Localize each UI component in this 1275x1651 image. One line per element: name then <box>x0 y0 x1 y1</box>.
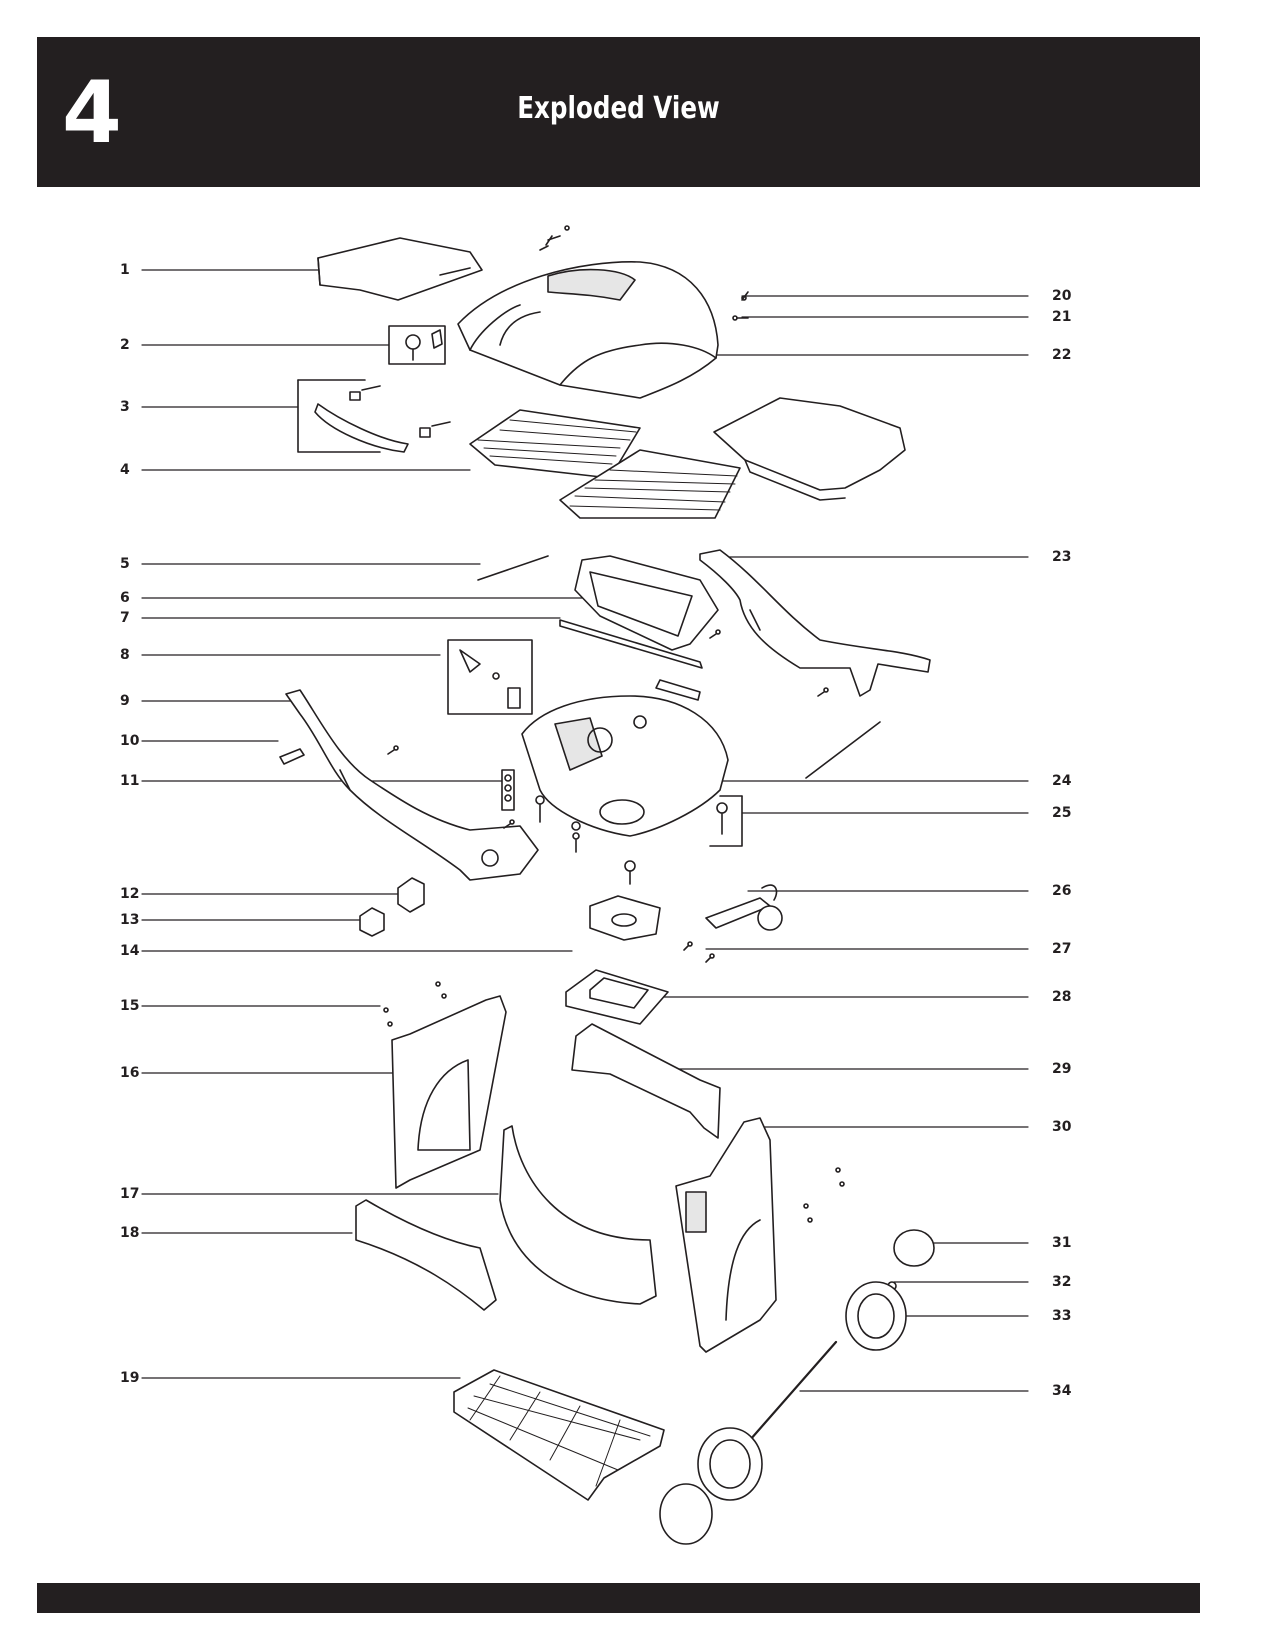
part-33-wheel <box>845 1281 907 1351</box>
callout-8: 8 <box>120 647 130 663</box>
screws-cookbox <box>387 629 829 885</box>
part-9-frame-left <box>285 689 539 881</box>
callout-29: 29 <box>1052 1061 1072 1077</box>
callout-33: 33 <box>1052 1308 1072 1324</box>
right-rod <box>805 721 881 779</box>
callout-14: 14 <box>120 943 140 959</box>
callout-21: 21 <box>1052 309 1072 325</box>
callout-25: 25 <box>1052 805 1072 821</box>
callout-7: 7 <box>120 610 130 626</box>
part-2-thermometer-kit <box>388 325 446 365</box>
part-1-side-table-left <box>317 237 483 301</box>
page-title: Exploded View <box>517 91 720 126</box>
callout-30: 30 <box>1052 1119 1072 1135</box>
callout-10: 10 <box>120 733 140 749</box>
section-number: 4 <box>62 63 122 163</box>
callout-27: 27 <box>1052 941 1072 957</box>
part-10-knob-stem <box>279 748 305 765</box>
bolts-top <box>539 225 749 321</box>
part-15-screws <box>383 981 447 1027</box>
part-7-burner-tube <box>559 619 703 701</box>
part-31-hubcap <box>893 1229 935 1267</box>
part-13-knob <box>359 907 385 937</box>
callout-4: 4 <box>120 462 130 478</box>
callout-18: 18 <box>120 1225 140 1241</box>
callout-15: 15 <box>120 998 140 1014</box>
header-band: Exploded View <box>37 37 1200 187</box>
leader-lines <box>141 269 1029 1392</box>
callout-5: 5 <box>120 556 130 572</box>
callout-31: 31 <box>1052 1235 1072 1251</box>
callout-17: 17 <box>120 1186 140 1202</box>
part-5-rod <box>477 555 549 581</box>
callout-9: 9 <box>120 693 130 709</box>
callout-16: 16 <box>120 1065 140 1081</box>
callout-13: 13 <box>120 912 140 928</box>
part-28-drip-tray <box>565 969 669 1025</box>
part-25-hardware <box>709 795 743 847</box>
footer-band <box>37 1583 1200 1613</box>
part-22-lid <box>457 261 719 399</box>
part-11-hardware <box>501 769 515 811</box>
part-17-front-panel <box>499 1125 657 1305</box>
callout-3: 3 <box>120 399 130 415</box>
callout-34: 34 <box>1052 1383 1072 1399</box>
callout-32: 32 <box>1052 1274 1072 1290</box>
part-29-cross-brace <box>571 1023 721 1139</box>
part-30-right-leg <box>675 1117 777 1353</box>
part-8-igniter-kit <box>447 639 533 715</box>
screws-right-leg <box>803 1167 845 1223</box>
part-34-axle <box>748 1340 838 1442</box>
callout-28: 28 <box>1052 989 1072 1005</box>
part-27-screws <box>683 941 715 963</box>
part-23-frame-right <box>699 549 931 697</box>
callout-2: 2 <box>120 337 130 353</box>
callout-6: 6 <box>120 590 130 606</box>
callout-24: 24 <box>1052 773 1072 789</box>
callout-20: 20 <box>1052 288 1072 304</box>
part-24-cookbox <box>521 695 729 837</box>
part-12-knob <box>397 877 425 913</box>
part-4-cooking-grates <box>469 409 741 519</box>
part-6-frame <box>574 555 719 651</box>
callout-22: 22 <box>1052 347 1072 363</box>
part-18-side-panel <box>355 1199 497 1311</box>
callout-11: 11 <box>120 773 140 789</box>
callout-19: 19 <box>120 1370 140 1386</box>
part-3-handle <box>297 379 451 453</box>
callout-26: 26 <box>1052 883 1072 899</box>
part-14-catch-pan <box>589 895 661 941</box>
bottom-wheel <box>659 1427 763 1545</box>
callout-12: 12 <box>120 886 140 902</box>
callout-23: 23 <box>1052 549 1072 565</box>
callout-1: 1 <box>120 262 130 278</box>
part-26-valve <box>705 884 783 931</box>
side-table-right <box>713 397 906 501</box>
part-16-left-leg <box>391 995 507 1189</box>
part-19-storage-rack <box>453 1369 665 1501</box>
